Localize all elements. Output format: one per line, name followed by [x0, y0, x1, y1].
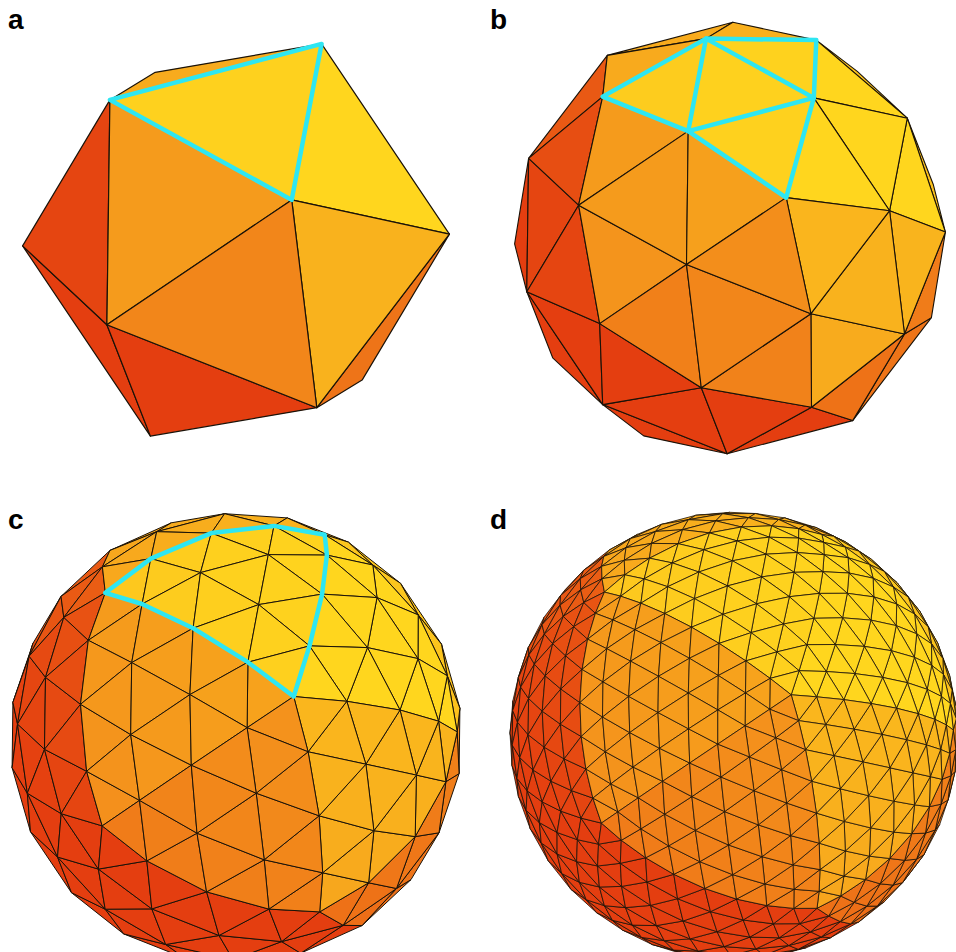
facet [131, 695, 192, 766]
facet [582, 649, 607, 682]
facet [580, 682, 603, 717]
facet [603, 661, 631, 696]
facet [750, 937, 779, 949]
facet [599, 887, 625, 908]
facet [794, 889, 819, 908]
facet [140, 765, 198, 833]
face-outline [105, 526, 327, 697]
facet [624, 543, 651, 560]
facet [689, 710, 718, 744]
geodesic-sphere [23, 44, 450, 436]
facet [894, 801, 915, 832]
facet [366, 764, 417, 831]
panel-letter: b [490, 6, 507, 34]
facet [794, 553, 823, 573]
facet [929, 777, 942, 807]
facet [660, 729, 690, 763]
facet [658, 693, 689, 729]
facet [633, 748, 663, 781]
facet [528, 711, 544, 747]
panel-letter: d [490, 506, 507, 534]
facet [23, 100, 110, 325]
facet [247, 728, 308, 794]
facet [745, 726, 776, 757]
facet [369, 831, 416, 883]
facet [598, 863, 622, 886]
facet [518, 699, 529, 735]
facet [913, 773, 931, 805]
facet [515, 158, 529, 291]
face-outline [110, 44, 322, 200]
facet [718, 726, 750, 757]
facet [690, 744, 721, 777]
facet [618, 798, 641, 829]
facet [630, 713, 660, 749]
facet [624, 543, 651, 560]
facet [605, 733, 633, 768]
facet [652, 530, 683, 544]
facet [823, 555, 849, 573]
facet [191, 728, 256, 794]
facet [797, 538, 824, 555]
facet [45, 704, 87, 771]
facet [292, 200, 450, 408]
geodesic-sphere [12, 514, 460, 952]
geodesic-sphere [515, 22, 946, 454]
facet [560, 703, 581, 737]
facet [663, 763, 692, 797]
geodesic-sphere [510, 512, 956, 952]
facet [847, 573, 874, 597]
facet [581, 717, 605, 752]
facet [542, 689, 561, 724]
facet [107, 200, 317, 408]
facet [18, 677, 46, 749]
facet [600, 265, 702, 388]
facet [769, 526, 798, 538]
facet [941, 776, 951, 804]
facet [638, 781, 664, 814]
facet [599, 886, 625, 907]
subdivision-outline [688, 39, 814, 132]
facet [789, 572, 819, 596]
facet [579, 131, 689, 264]
facet [561, 669, 582, 702]
facet [819, 572, 847, 594]
facet [629, 676, 659, 712]
facet [81, 663, 132, 735]
face-outline [603, 39, 817, 198]
facet [766, 537, 797, 554]
facet [269, 909, 320, 942]
facet [652, 530, 683, 544]
facet [941, 776, 951, 804]
facet [794, 908, 817, 923]
facet [773, 924, 799, 938]
panel-letter: c [8, 506, 24, 534]
panel-letter: a [8, 6, 24, 34]
facet [322, 555, 377, 598]
facet [603, 696, 630, 732]
facet [687, 198, 811, 314]
facet [869, 828, 893, 856]
facet [415, 775, 446, 837]
